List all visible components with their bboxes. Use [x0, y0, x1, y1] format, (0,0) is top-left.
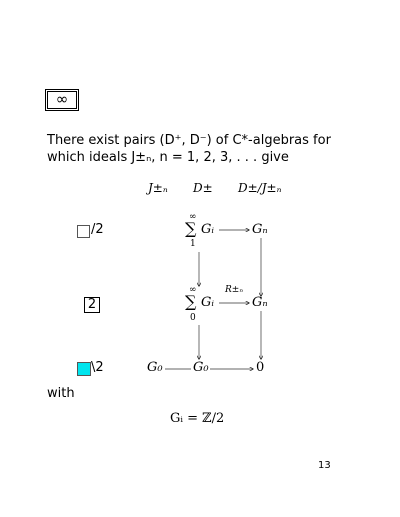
- col-header-ideal: J±ₙ: [148, 181, 168, 195]
- paragraph-line-2: which ideals J±ₙ, n = 1, 2, 3, . . . giv…: [47, 150, 289, 165]
- intro-paragraph: There exist pairs (D⁺, D⁻) of C*-algebra…: [47, 132, 367, 166]
- col-header-algebra: D±: [193, 181, 213, 195]
- with-text: with: [47, 386, 75, 401]
- row3-right: 0: [256, 360, 265, 375]
- sum1-bottom: 1: [190, 239, 196, 249]
- paragraph-line-1: There exist pairs (D⁺, D⁻) of C*-algebra…: [47, 133, 331, 148]
- sum2-bottom: 0: [190, 313, 196, 323]
- row3-left: G₀: [147, 360, 163, 375]
- sum1-top: ∞: [189, 212, 197, 222]
- col-header-quotient: D±/J±ₙ: [238, 181, 282, 195]
- white-square-icon: [77, 225, 90, 238]
- infinity-box: ∞: [47, 90, 77, 109]
- sum2-term: Gᵢ: [201, 295, 214, 310]
- sum2-arrow-label: R±ₙ: [225, 285, 243, 295]
- page-number: 13: [318, 460, 331, 471]
- row3-middle: G₀: [193, 360, 209, 375]
- equation: Gᵢ = ℤ/2: [170, 411, 225, 426]
- sum1-term: Gᵢ: [201, 222, 214, 237]
- sum2-sigma: ∑: [185, 292, 197, 311]
- row-label-3: \2: [91, 360, 104, 375]
- sum1-target: Gₙ: [252, 222, 268, 237]
- infinity-symbol: ∞: [55, 90, 69, 108]
- sum2-target: Gₙ: [252, 295, 268, 310]
- sum2-top: ∞: [189, 285, 197, 295]
- boxed-two: 2: [84, 297, 100, 313]
- row-label-2: 2: [87, 297, 97, 312]
- cyan-square-icon: [77, 362, 91, 376]
- row-label-1: /2: [91, 222, 104, 237]
- sum1-sigma: ∑: [185, 219, 197, 238]
